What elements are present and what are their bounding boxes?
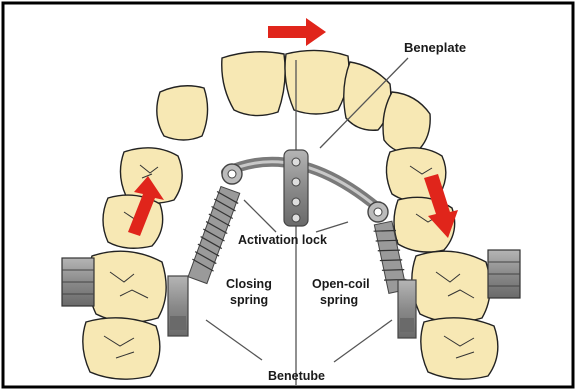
label-beneplate: Beneplate bbox=[404, 40, 466, 55]
tooth-molar-left-2 bbox=[83, 318, 160, 379]
molar-bracket-left bbox=[62, 258, 94, 306]
label-open-coil-line2: spring bbox=[320, 293, 358, 307]
label-benetube: Benetube bbox=[268, 369, 325, 383]
label-closing-spring-line1: Closing bbox=[226, 277, 272, 291]
tooth-molar-right-2 bbox=[421, 318, 498, 379]
tooth-molar-right-1 bbox=[412, 251, 490, 322]
tooth-incisor-right bbox=[285, 50, 349, 114]
beneplate-plate bbox=[284, 150, 308, 226]
label-open-coil-line1: Open-coil bbox=[312, 277, 370, 291]
molar-bracket-right bbox=[488, 250, 520, 298]
label-closing-spring-line2: spring bbox=[230, 293, 268, 307]
tooth-lateral-left bbox=[157, 86, 208, 140]
tooth-incisor-left bbox=[222, 52, 285, 116]
label-activation-lock: Activation lock bbox=[238, 233, 327, 247]
tooth-molar-left-1 bbox=[88, 251, 166, 322]
